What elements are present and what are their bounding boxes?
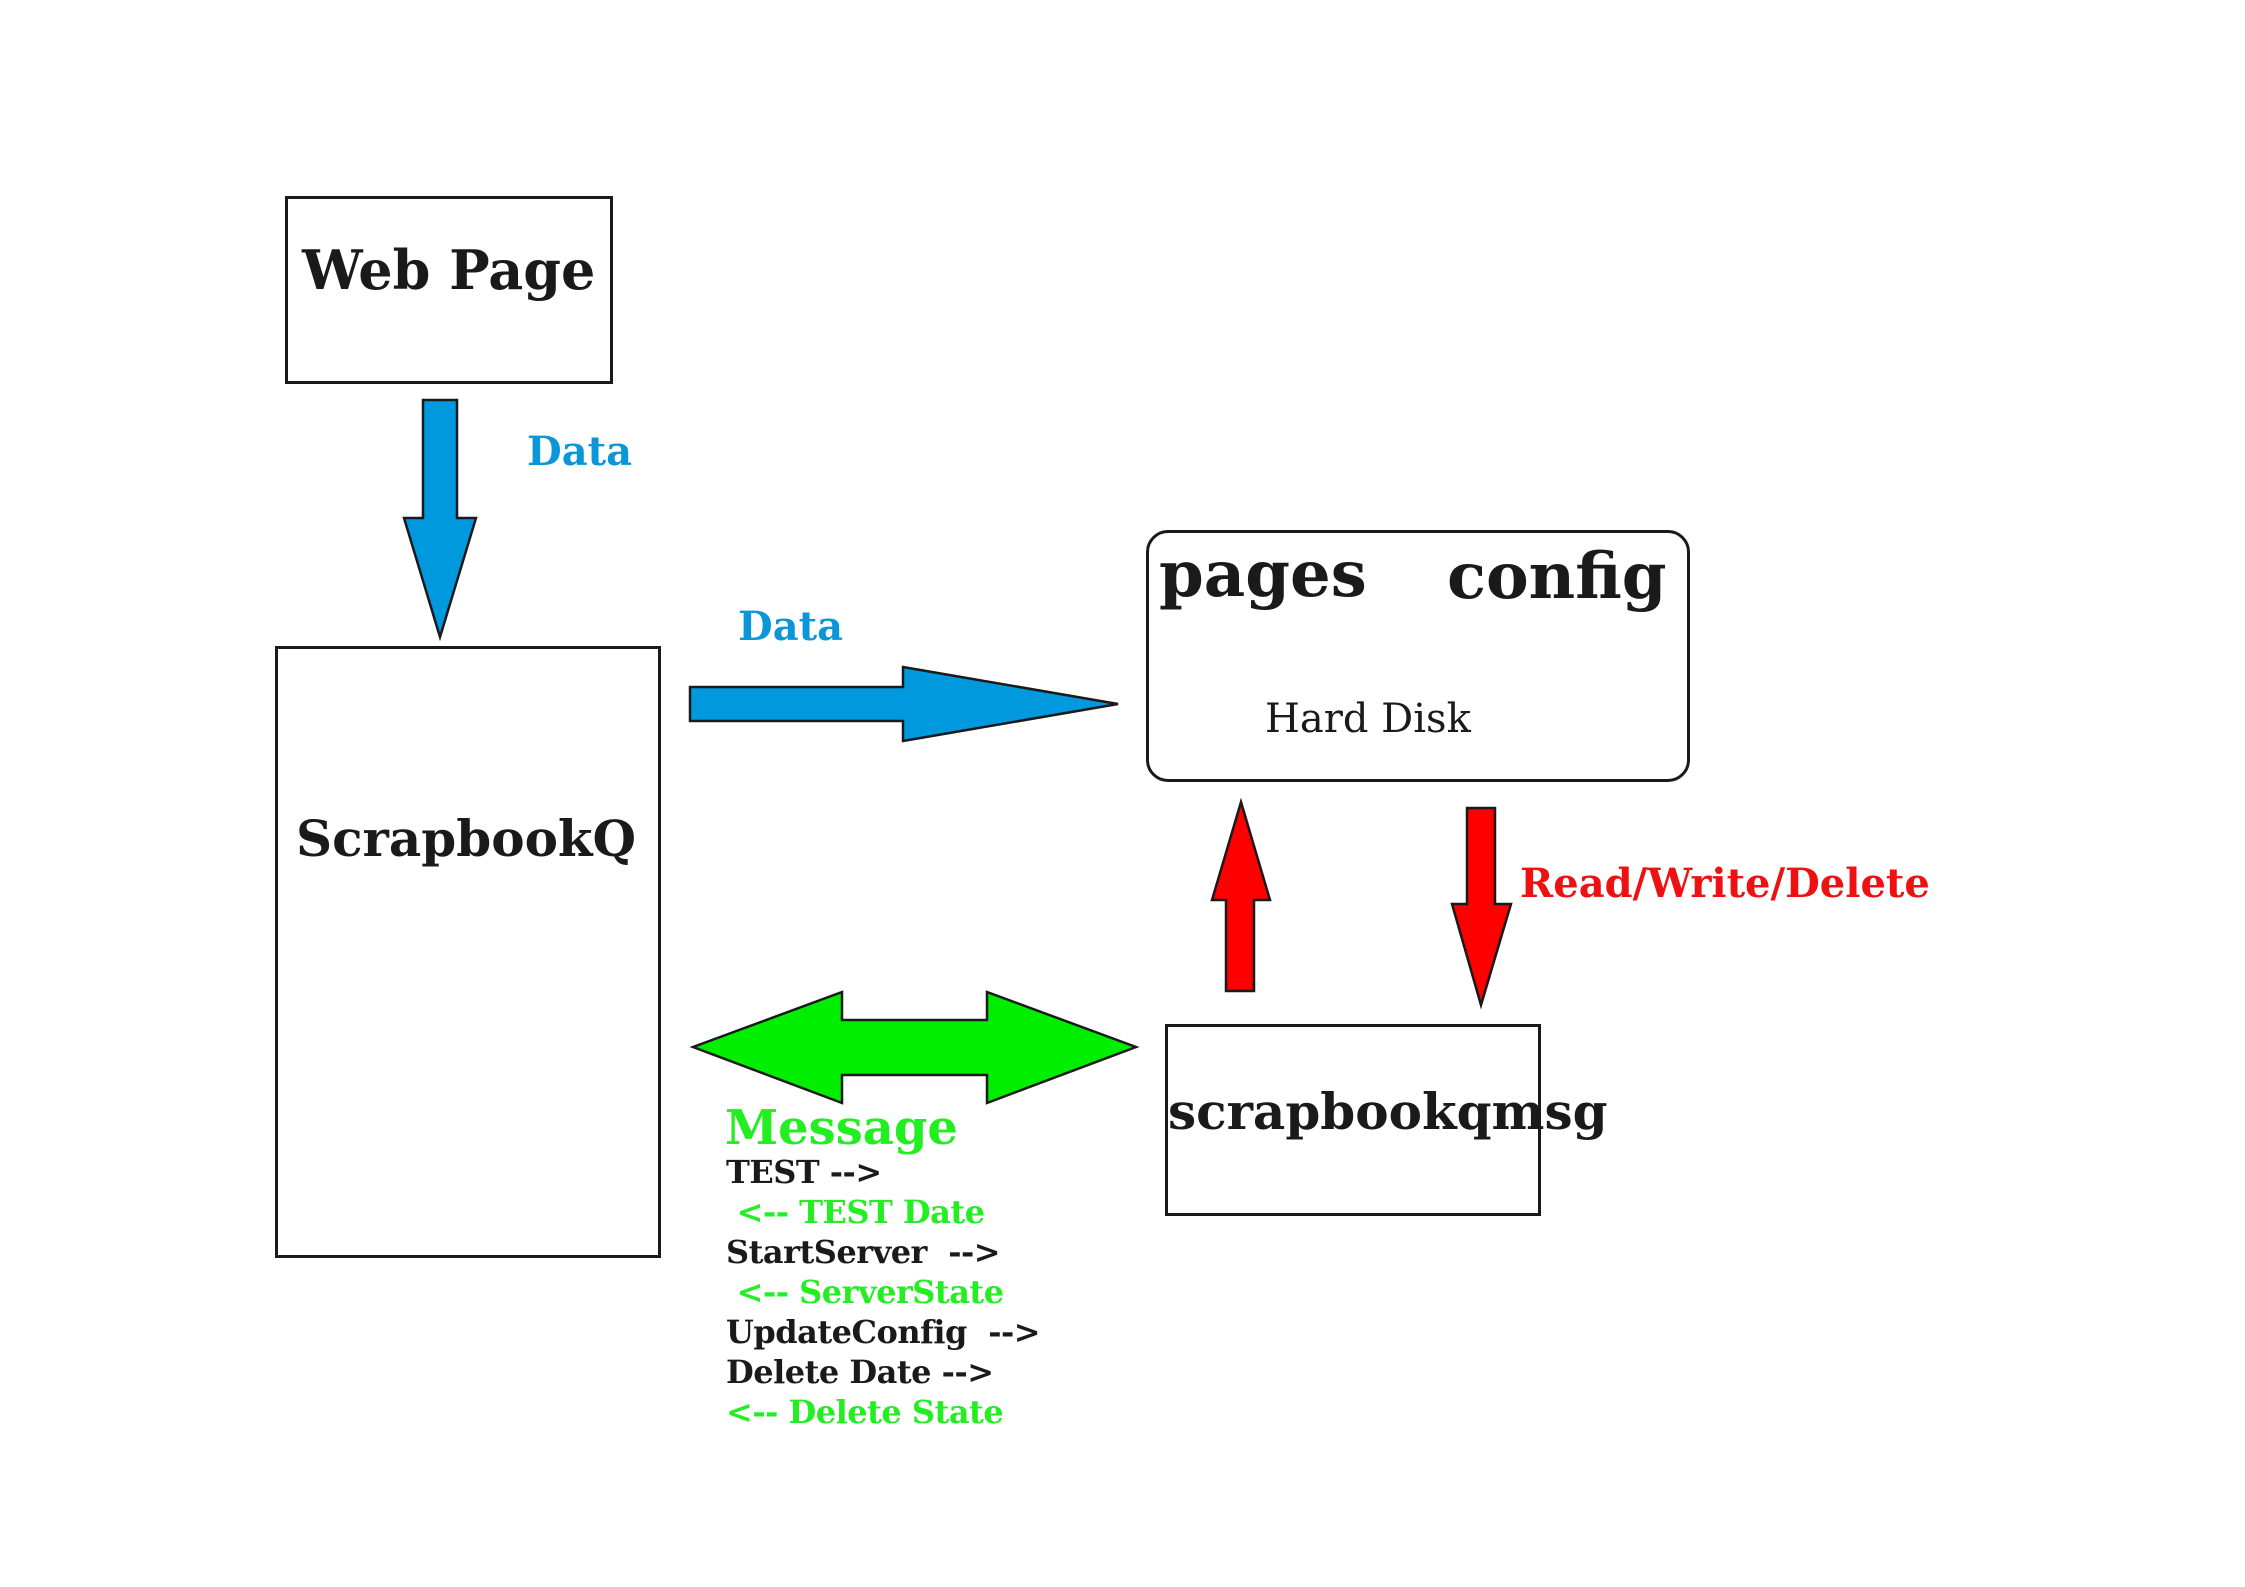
message-item: <-- ServerState: [726, 1273, 1004, 1311]
message-item: TEST -->: [726, 1153, 882, 1191]
scrapbookq-label: ScrapbookQ: [296, 809, 637, 868]
message-item: <-- TEST Date: [726, 1193, 985, 1231]
web-page-box: Web Page: [285, 196, 613, 384]
message-item: UpdateConfig -->: [726, 1313, 1041, 1351]
data-label-right: Data: [738, 603, 843, 650]
scrapbookqmsg-label: scrapbookqmsg: [1168, 1082, 1608, 1141]
read-arrow-down: [1450, 806, 1513, 1010]
config-label: config: [1447, 539, 1667, 614]
scrapbookq-box: ScrapbookQ: [275, 646, 661, 1258]
web-page-label: Web Page: [302, 238, 596, 302]
data-label-down: Data: [527, 428, 632, 475]
message-label: Message: [725, 1100, 958, 1156]
message-item: StartServer -->: [726, 1233, 1001, 1271]
message-item: Delete Date -->: [726, 1353, 994, 1391]
write-arrow-up: [1210, 797, 1272, 993]
read-write-delete-label: Read/Write/Delete: [1520, 860, 1930, 907]
hard-disk-caption: Hard Disk: [1265, 696, 1471, 742]
scrapbookqmsg-box: scrapbookqmsg: [1165, 1024, 1608, 1216]
data-arrow-right: [688, 665, 1119, 743]
hard-disk-box: pages config Hard Disk: [1146, 530, 1690, 782]
data-arrow-down: [402, 398, 478, 642]
message-arrow-bidirectional: [689, 990, 1140, 1105]
pages-label: pages: [1159, 537, 1367, 612]
message-item: <-- Delete State: [726, 1393, 1004, 1431]
